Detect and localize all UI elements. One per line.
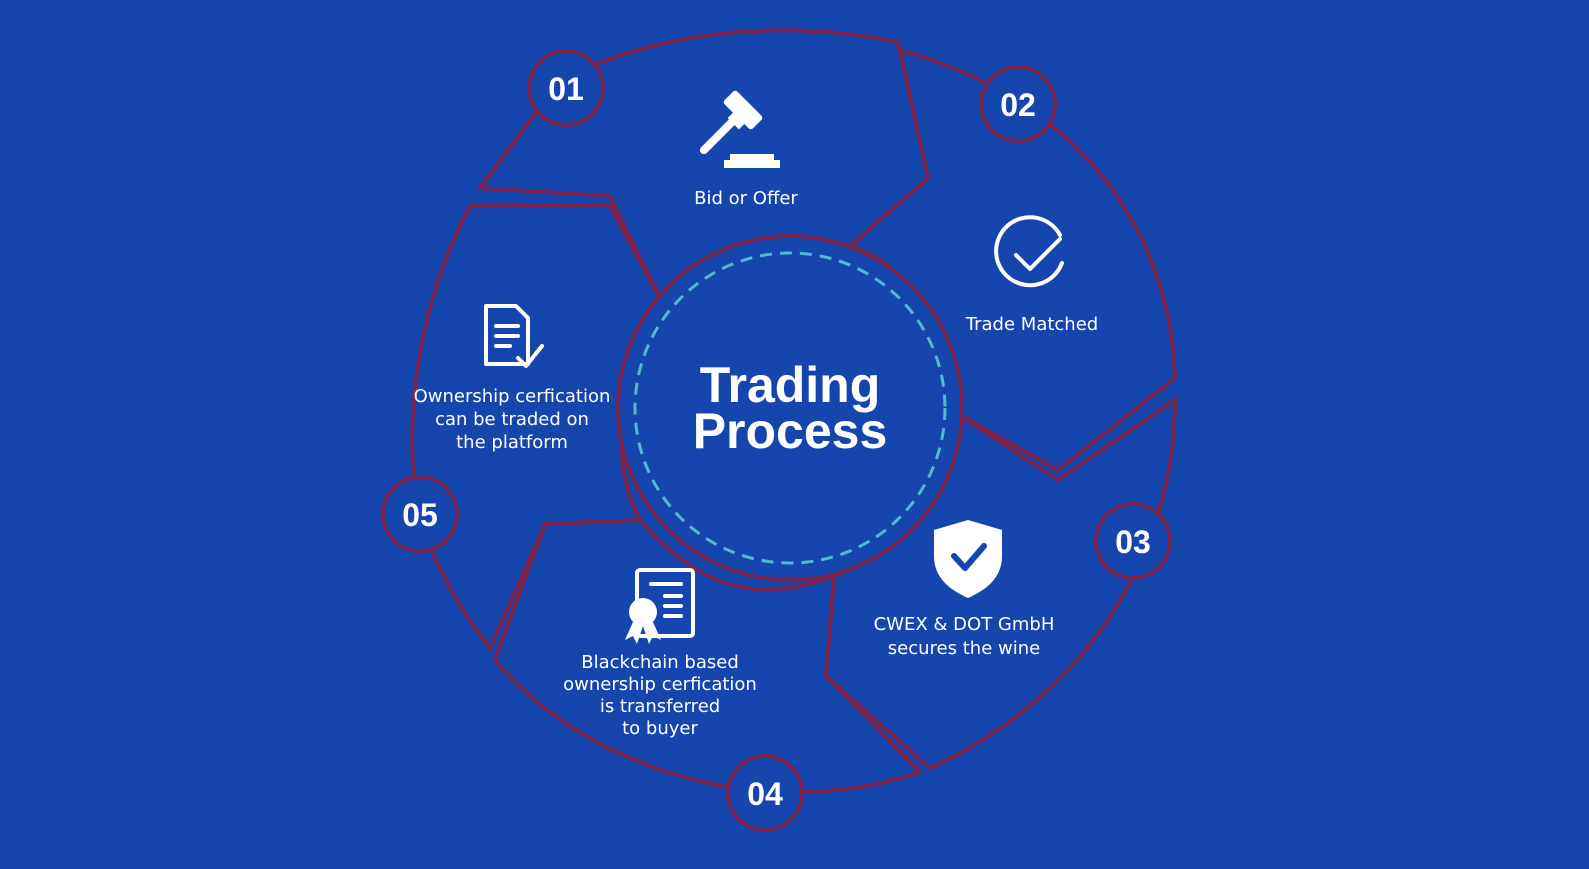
badge-02: 02	[979, 65, 1057, 143]
gavel-icon	[699, 90, 780, 168]
certificate-icon	[625, 568, 695, 644]
center-outer-ring	[616, 234, 964, 582]
badge-02-number: 02	[1000, 87, 1036, 123]
badge-05: 05	[381, 475, 459, 553]
badge-05-number: 05	[402, 497, 438, 533]
cycle-segments	[410, 28, 1178, 795]
badge-03: 03	[1094, 502, 1172, 580]
check-circle-icon	[994, 215, 1064, 288]
step-03-label-line1: CWEX & DOT GmbH	[874, 614, 1055, 635]
document-check-icon	[484, 304, 544, 368]
center-dashed-ring	[633, 251, 947, 565]
badge-01-number: 01	[548, 71, 584, 107]
step-05-label-line1: Ownership cerfication	[414, 386, 611, 407]
center-title-line2: Process	[693, 403, 888, 459]
center-hub: Trading Process	[616, 234, 964, 582]
step-04-label-line1: Blackchain based	[581, 652, 739, 673]
step-04-label-line2: ownership cerfication	[563, 674, 757, 695]
segment-04	[492, 517, 924, 795]
badge-03-number: 03	[1115, 524, 1151, 560]
badge-01: 01	[527, 49, 605, 127]
step-01-label-line1: Bid or Offer	[694, 188, 798, 209]
step-03-label-line2: secures the wine	[888, 638, 1040, 659]
step-labels: Bid or Offer Trade Matched CWEX & DOT Gm…	[414, 188, 1099, 739]
number-badges: 01 02 03 04 05	[381, 49, 1172, 832]
step-05-label-line2: can be traded on	[435, 409, 589, 430]
step-02-label-line1: Trade Matched	[965, 314, 1098, 335]
badge-04: 04	[726, 754, 804, 832]
badge-04-number: 04	[747, 776, 783, 812]
step-05-label-line3: the platform	[456, 432, 568, 453]
step-04-label-line4: to buyer	[622, 718, 698, 739]
shield-check-icon	[934, 520, 1002, 598]
center-title-line1: Trading	[700, 357, 881, 413]
step-04-label-line3: is transferred	[600, 696, 720, 717]
